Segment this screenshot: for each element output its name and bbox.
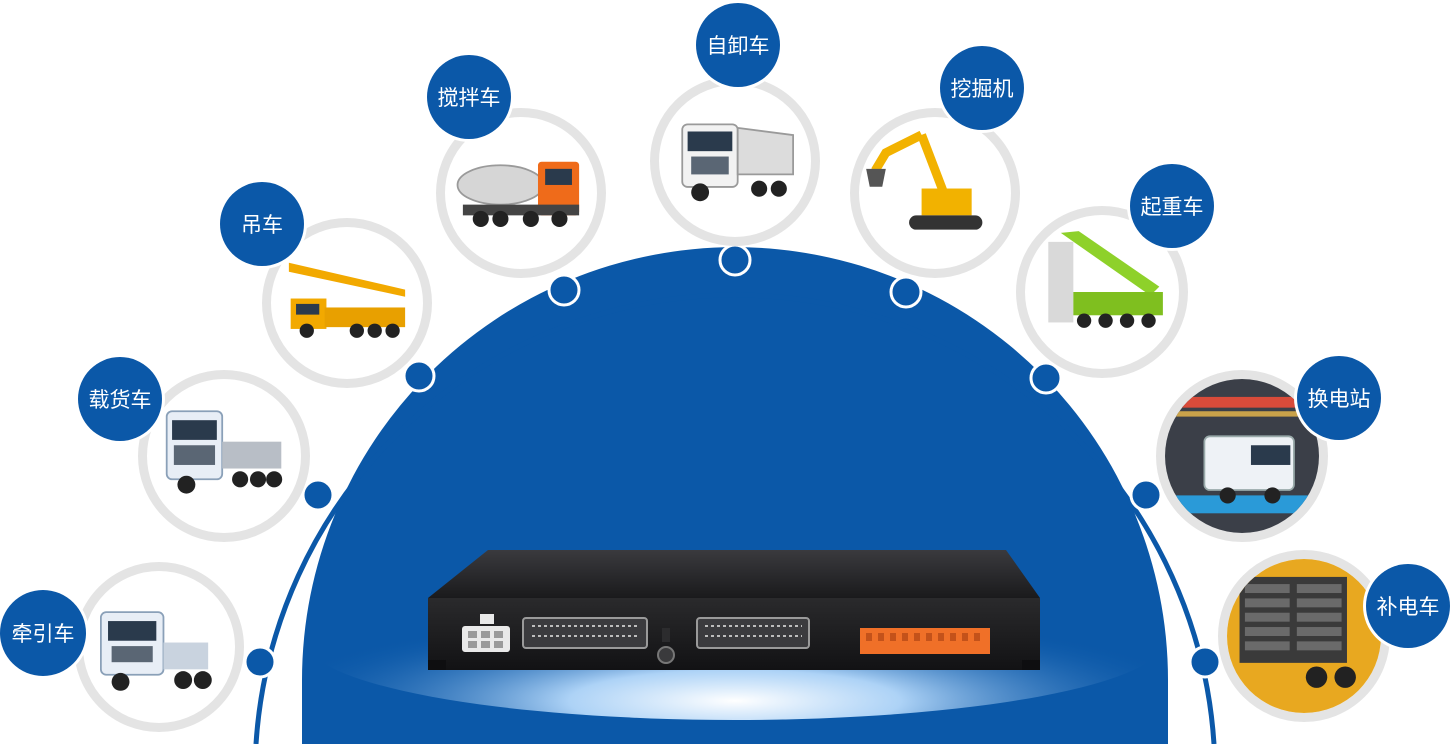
arc-dot bbox=[1188, 645, 1222, 679]
vehicle-label-badge: 换电站 bbox=[1297, 356, 1381, 440]
vehicle-label-badge: 吊车 bbox=[220, 182, 304, 266]
arc-dot bbox=[402, 359, 436, 393]
vehicle-label-badge: 牵引车 bbox=[0, 590, 86, 676]
arc-dot bbox=[547, 273, 581, 307]
vehicle-label-badge: 自卸车 bbox=[696, 3, 780, 87]
dump-truck-icon bbox=[681, 123, 795, 202]
vehicle-label-badge: 搅拌车 bbox=[427, 55, 511, 139]
heavy-crane-icon bbox=[1048, 231, 1163, 328]
vehicle-ring bbox=[850, 108, 1020, 278]
outer-arc bbox=[253, 292, 1217, 744]
vehicle-label-badge: 起重车 bbox=[1130, 164, 1214, 248]
vehicle-label-badge: 挖掘机 bbox=[940, 46, 1024, 130]
arc-dot bbox=[243, 645, 277, 679]
vehicle-ring bbox=[138, 370, 310, 542]
vehicle-label-badge: 载货车 bbox=[78, 357, 162, 441]
arc-dot bbox=[889, 275, 923, 309]
arc-dot bbox=[1029, 361, 1063, 395]
battery-swap-station-icon bbox=[1165, 379, 1319, 533]
arc-dot bbox=[1129, 478, 1163, 512]
arc-dot bbox=[301, 478, 335, 512]
cargo-truck-icon bbox=[165, 410, 283, 494]
vehicle-ring bbox=[650, 76, 820, 246]
charging-truck-icon bbox=[1227, 559, 1381, 713]
vehicle-label-badge: 补电车 bbox=[1366, 564, 1450, 648]
mixer-truck-icon bbox=[456, 161, 580, 227]
controller-device-icon bbox=[428, 550, 1040, 670]
crane-truck-icon bbox=[288, 262, 406, 338]
tractor-truck-icon bbox=[99, 611, 212, 691]
excavator-icon bbox=[866, 130, 983, 230]
vehicle-ring bbox=[1218, 550, 1390, 722]
arc-dots bbox=[243, 243, 1222, 679]
arc-dot bbox=[718, 243, 752, 277]
vehicle-ring bbox=[74, 562, 244, 732]
